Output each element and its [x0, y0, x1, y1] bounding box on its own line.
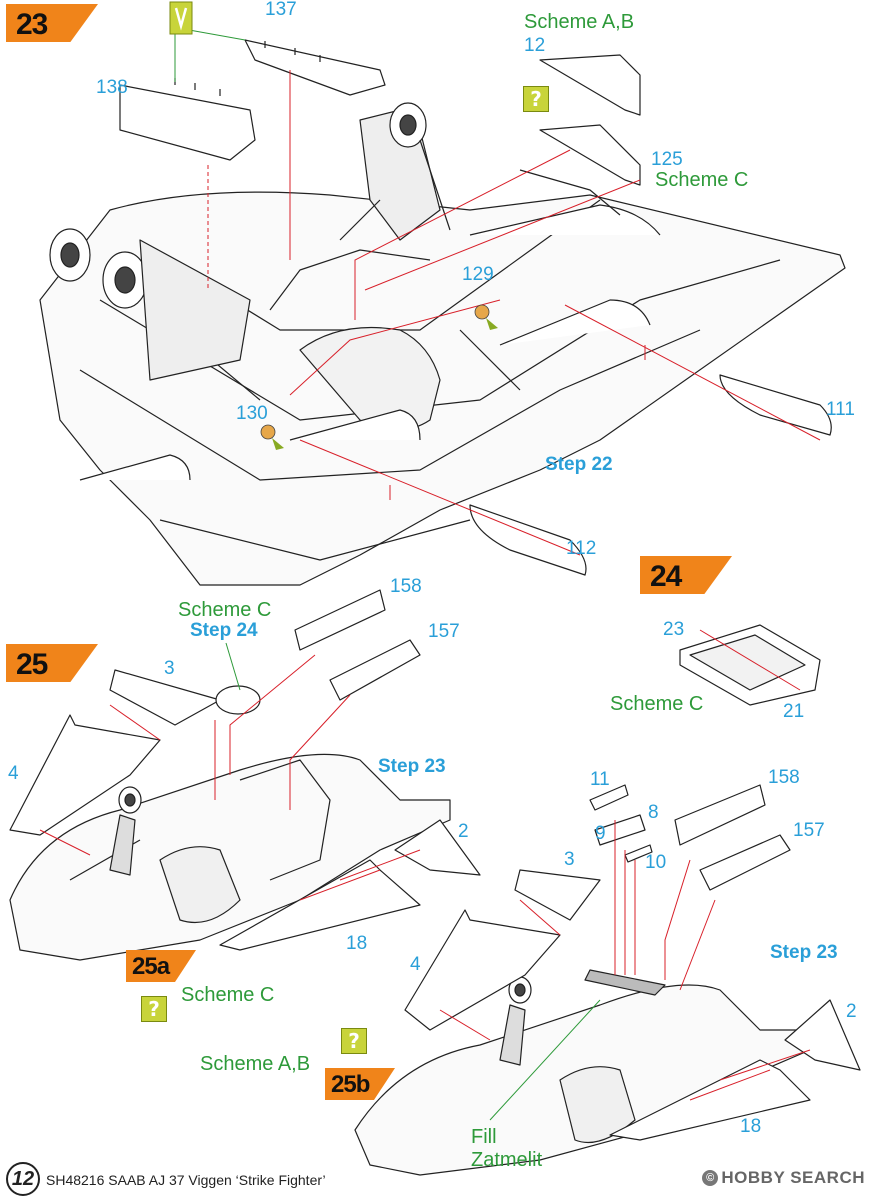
- scheme-ab-label: Scheme A,B: [200, 1053, 311, 1075]
- part-3: 3: [564, 849, 575, 870]
- step-23-badge: 23: [6, 4, 98, 42]
- question-box-icon: ?: [141, 996, 167, 1022]
- fill-note: Fill: [471, 1126, 497, 1148]
- part-21: 21: [783, 701, 805, 722]
- part-138: 138: [96, 77, 128, 98]
- scheme-c-label: Scheme C: [181, 984, 275, 1006]
- part-158: 158: [390, 576, 422, 597]
- pylons-111-112: [469, 374, 832, 576]
- part-157: 157: [428, 621, 460, 642]
- part-4: 4: [410, 954, 421, 975]
- part-125: 125: [651, 149, 683, 170]
- step-25a-badge: 25a: [126, 950, 196, 982]
- part-18: 18: [346, 933, 368, 954]
- part-111: 111: [826, 399, 855, 420]
- glue-markers: [260, 304, 498, 450]
- step-25b-badge: 25b: [325, 1068, 395, 1100]
- part-23: 23: [663, 619, 685, 640]
- part-9: 9: [595, 823, 606, 844]
- watermark-mark: ©: [702, 1170, 719, 1186]
- scheme-c-label: Scheme C: [655, 169, 749, 191]
- question-box-icon: ?: [523, 86, 549, 112]
- fill-material-note: Zatmelit: [471, 1149, 543, 1171]
- part-137: 137: [265, 0, 297, 20]
- aircraft-25-drawing: [9, 589, 481, 961]
- part-8: 8: [648, 802, 659, 823]
- step-25-badge: 25: [6, 644, 98, 682]
- page-number: 12: [6, 1162, 40, 1196]
- part-12: 12: [524, 35, 546, 56]
- part-11: 11: [590, 769, 610, 790]
- part-157: 157: [793, 820, 825, 841]
- step-24-reference: Step 24: [190, 620, 258, 641]
- watermark-text: HOBBY SEARCH: [721, 1168, 865, 1187]
- cut-marker-icon: [169, 1, 193, 35]
- product-line: SH48216 SAAB AJ 37 Viggen ‘Strike Fighte…: [46, 1172, 326, 1188]
- part-10: 10: [645, 852, 667, 873]
- part-2: 2: [846, 1001, 857, 1022]
- scheme-c-label: Scheme C: [610, 693, 704, 715]
- question-box-icon: ?: [341, 1028, 367, 1054]
- gear-doors-137-138: [119, 39, 386, 161]
- part-2: 2: [458, 821, 469, 842]
- scheme-c-label: Scheme C: [178, 599, 272, 621]
- scheme-ab-label: Scheme A,B: [524, 11, 635, 33]
- step-23-reference: Step 23: [770, 942, 838, 963]
- part-129: 129: [462, 264, 494, 285]
- part-158: 158: [768, 767, 800, 788]
- step-24-badge: 24: [640, 556, 732, 594]
- part-4: 4: [8, 763, 19, 784]
- wing-underside-drawing: [39, 102, 846, 586]
- part-18: 18: [740, 1116, 762, 1137]
- panels-12-125: [539, 54, 641, 186]
- part-3: 3: [164, 658, 175, 679]
- part-112: 112: [566, 538, 597, 559]
- aircraft-25b-drawing: [354, 784, 861, 1176]
- assembly-arrows: [39, 70, 821, 1101]
- step-22-reference: Step 22: [545, 454, 613, 475]
- watermark: ©HOBBY SEARCH: [702, 1168, 865, 1188]
- step-23-reference: Step 23: [378, 756, 446, 777]
- part-130: 130: [236, 403, 268, 424]
